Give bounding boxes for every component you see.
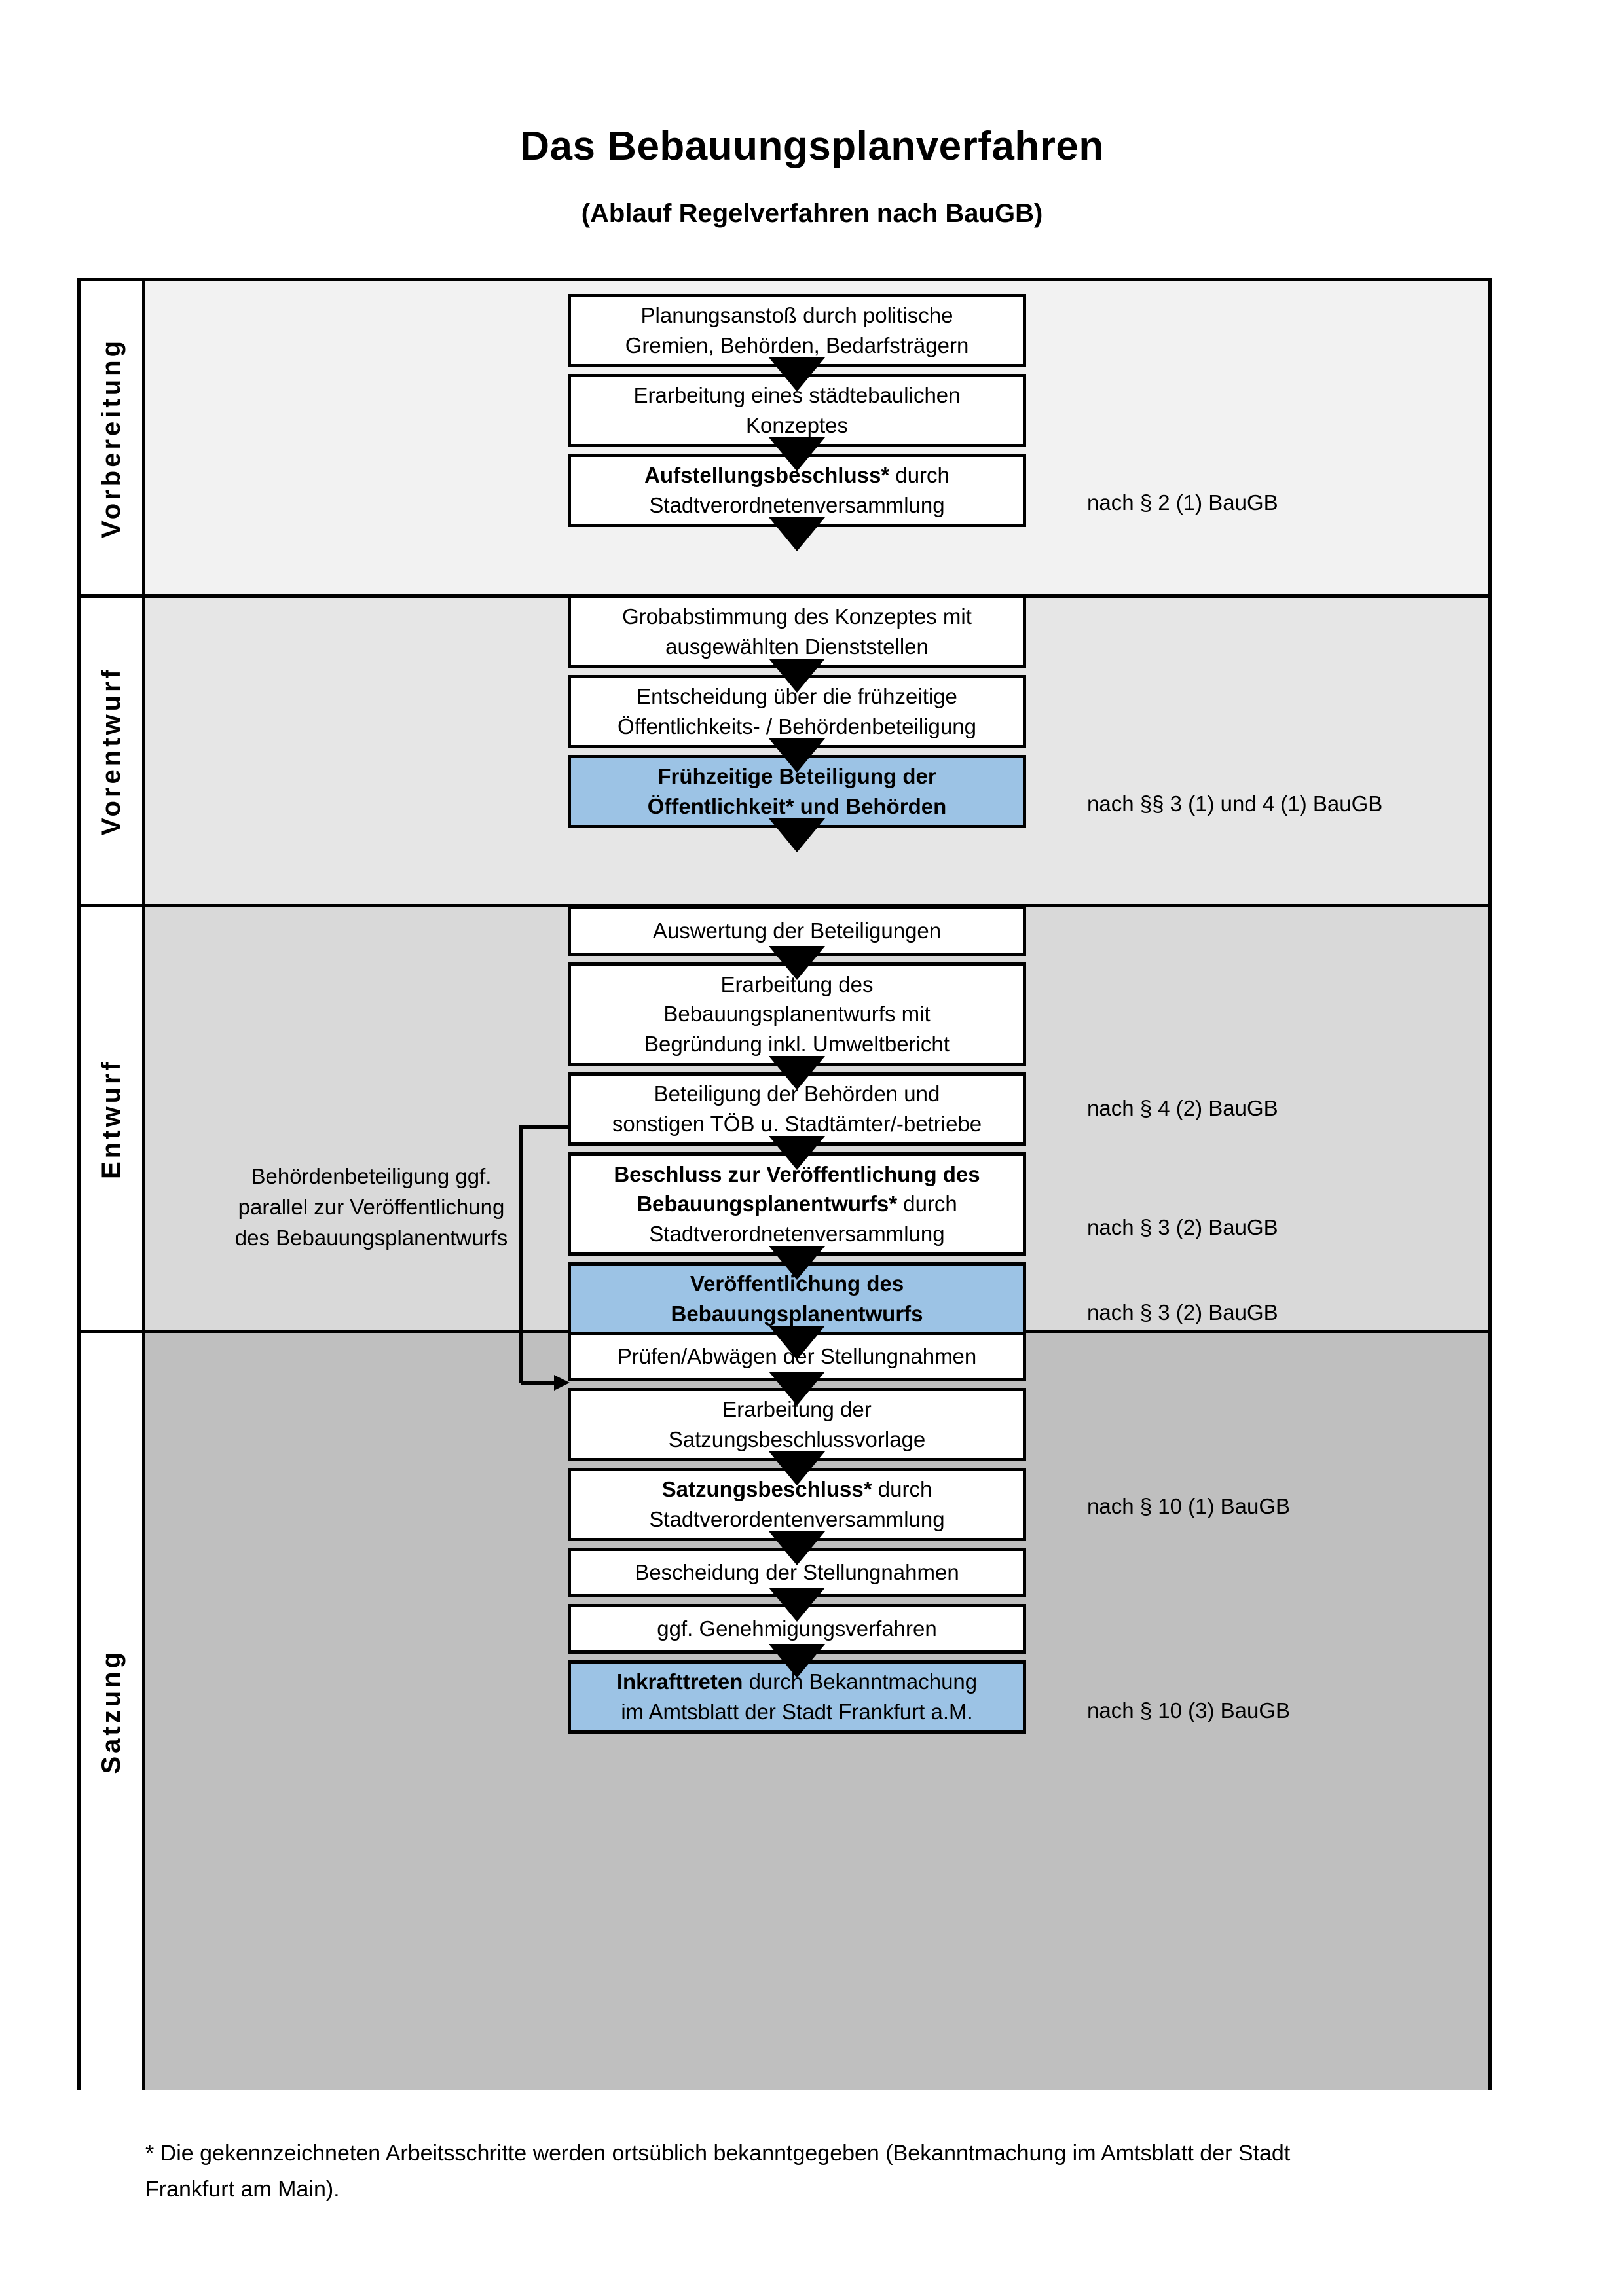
phase-label-vorbereitung: Vorbereitung xyxy=(81,281,145,594)
step-line: Satzungsbeschluss* durch xyxy=(649,1474,944,1504)
phase-label-text: Entwurf xyxy=(96,1058,126,1179)
phase-satzung: Satzung Prüfen/Abwägen der Stellungnahme… xyxy=(81,1332,1488,2090)
flow-step-beschluss-veroeffentlichung[interactable]: Beschluss zur Veröffentlichung des Bebau… xyxy=(568,1152,1026,1256)
flow-arrow-down-icon xyxy=(769,1056,825,1090)
step-line: Bebauungsplanentwurfs xyxy=(671,1302,923,1326)
phase-vorbereitung: Vorbereitung Planungsanstoß durch politi… xyxy=(81,281,1488,598)
step-line: Inkrafttreten durch Bekanntmachung xyxy=(617,1667,977,1697)
bracket-connector-arrow-icon xyxy=(519,1125,570,1391)
phase-label-entwurf: Entwurf xyxy=(81,907,145,1330)
document-header: Das Bebauungsplanverfahren (Ablauf Regel… xyxy=(0,0,1624,228)
phase-label-text: Satzung xyxy=(96,1649,126,1774)
footnote-line: Frankfurt am Main). xyxy=(145,2177,340,2202)
flow-arrow-down-icon xyxy=(769,1136,825,1170)
legal-reference: nach § 4 (2) BauGB xyxy=(1087,1096,1278,1120)
flow-arrow-down-icon xyxy=(769,738,825,773)
flow-arrow-down-icon xyxy=(769,659,825,693)
footnote: * Die gekennzeichneten Arbeitsschritte w… xyxy=(145,2136,1488,2208)
flow-step-planungsanstoss[interactable]: Planungsanstoß durch politische Gremien,… xyxy=(568,294,1026,367)
sidenote-line: ggf. parallel zur xyxy=(238,1164,492,1219)
step-line: im Amtsblatt der Stadt Frankfurt a.M. xyxy=(621,1700,973,1724)
step-bold: Bebauungsplanentwurfs* xyxy=(637,1192,898,1216)
flow-arrow-down-icon xyxy=(769,1246,825,1280)
step-line: Aufstellungsbeschluss* durch xyxy=(644,460,950,490)
step-line: Konzeptes xyxy=(746,413,848,437)
flow-arrow-down-icon xyxy=(769,1451,825,1485)
flow-arrow-down-icon xyxy=(769,818,825,852)
flow-arrow-down-icon xyxy=(769,1644,825,1678)
phase-label-text: Vorbereitung xyxy=(96,337,126,538)
phase-vorentwurf: Vorentwurf Grobabstimmung des Konzeptes … xyxy=(81,595,1488,907)
step-bold: Satzungsbeschluss* xyxy=(661,1477,872,1502)
step-line: Grobabstimmung des Konzeptes mit xyxy=(622,604,972,629)
phase-label-vorentwurf: Vorentwurf xyxy=(81,598,145,904)
sidenote-line: Behördenbeteiligung xyxy=(251,1164,450,1188)
flow-arrow-down-icon xyxy=(769,1531,825,1565)
step-line: Bebauungsplanentwurfs mit xyxy=(663,1002,931,1027)
step-bold: Inkrafttreten xyxy=(616,1669,743,1694)
legal-reference: nach § 2 (1) BauGB xyxy=(1087,490,1278,515)
legal-reference: nach §§ 3 (1) und 4 (1) BauGB xyxy=(1087,792,1383,816)
step-line: ausgewählten Dienststellen xyxy=(665,634,929,659)
legal-reference: nach § 3 (2) BauGB xyxy=(1087,1300,1278,1324)
step-rest: durch xyxy=(889,463,950,488)
flow-arrow-down-icon xyxy=(769,357,825,392)
step-line: Satzungsbeschlussvorlage xyxy=(668,1427,926,1451)
flow-arrow-down-icon xyxy=(769,1372,825,1406)
step-bold: Aufstellungsbeschluss* xyxy=(644,463,890,488)
phase-body-vorentwurf: Grobabstimmung des Konzeptes mit ausgewä… xyxy=(145,595,1488,904)
sidenote-line: Veröffentlichung des xyxy=(234,1194,505,1250)
sidenote-behoerdenbeteiligung: Behördenbeteiligung ggf. parallel zur Ve… xyxy=(227,1161,515,1254)
flow-arrow-down-icon xyxy=(769,946,825,980)
phase-label-text: Vorentwurf xyxy=(96,666,126,836)
footnote-line: * Die gekennzeichneten Arbeitsschritte w… xyxy=(145,2141,1291,2166)
phase-body-vorbereitung: Planungsanstoß durch politische Gremien,… xyxy=(145,281,1488,594)
step-line: Planungsanstoß durch politische xyxy=(640,303,953,328)
legal-reference: nach § 10 (1) BauGB xyxy=(1087,1494,1291,1518)
page-title: Das Bebauungsplanverfahren xyxy=(520,124,1104,169)
phase-body-entwurf: Behördenbeteiligung ggf. parallel zur Ve… xyxy=(145,906,1488,1391)
legal-reference: nach § 3 (2) BauGB xyxy=(1087,1215,1278,1239)
sidenote-line: Bebauungsplanentwurfs xyxy=(276,1225,508,1250)
phase-label-satzung: Satzung xyxy=(81,1333,145,2090)
step-line: Begründung inkl. Umweltbericht xyxy=(644,1031,950,1056)
step-rest: durch xyxy=(872,1477,932,1502)
phase-body-satzung: Prüfen/Abwägen der Stellungnahmen Erarbe… xyxy=(145,1332,1488,2090)
flow-step-grobabstimmung[interactable]: Grobabstimmung des Konzeptes mit ausgewä… xyxy=(568,595,1026,668)
flow-arrow-down-icon xyxy=(769,1326,825,1360)
step-rest: durch xyxy=(897,1192,957,1216)
step-line: Öffentlichkeit* und Behörden xyxy=(647,794,947,818)
step-line: Öffentlichkeits- / Behördenbeteiligung xyxy=(618,714,976,738)
step-line: Stadtverordentenversammlung xyxy=(649,1507,945,1531)
phase-entwurf: Entwurf Behördenbeteiligung ggf. paralle… xyxy=(81,906,1488,1391)
step-line: Auswertung der Beteiligungen xyxy=(652,919,942,943)
flow-arrow-down-icon xyxy=(769,1588,825,1622)
flow-arrow-down-icon xyxy=(769,437,825,471)
step-line: sonstigen TÖB u. Stadtämter/-betriebe xyxy=(612,1112,982,1136)
step-line: Bebauungsplanentwurfs* durch xyxy=(614,1189,980,1219)
flowchart-frame: Vorbereitung Planungsanstoß durch politi… xyxy=(77,278,1492,2090)
step-line: Gremien, Behörden, Bedarfsträgern xyxy=(625,333,969,357)
step-line: Stadtverordnetenversammlung xyxy=(649,493,945,517)
page-subtitle: (Ablauf Regelverfahren nach BauGB) xyxy=(581,199,1043,228)
step-line: Stadtverordnetenversammlung xyxy=(649,1221,945,1246)
legal-reference: nach § 10 (3) BauGB xyxy=(1087,1698,1291,1722)
flow-arrow-down-icon xyxy=(769,517,825,551)
